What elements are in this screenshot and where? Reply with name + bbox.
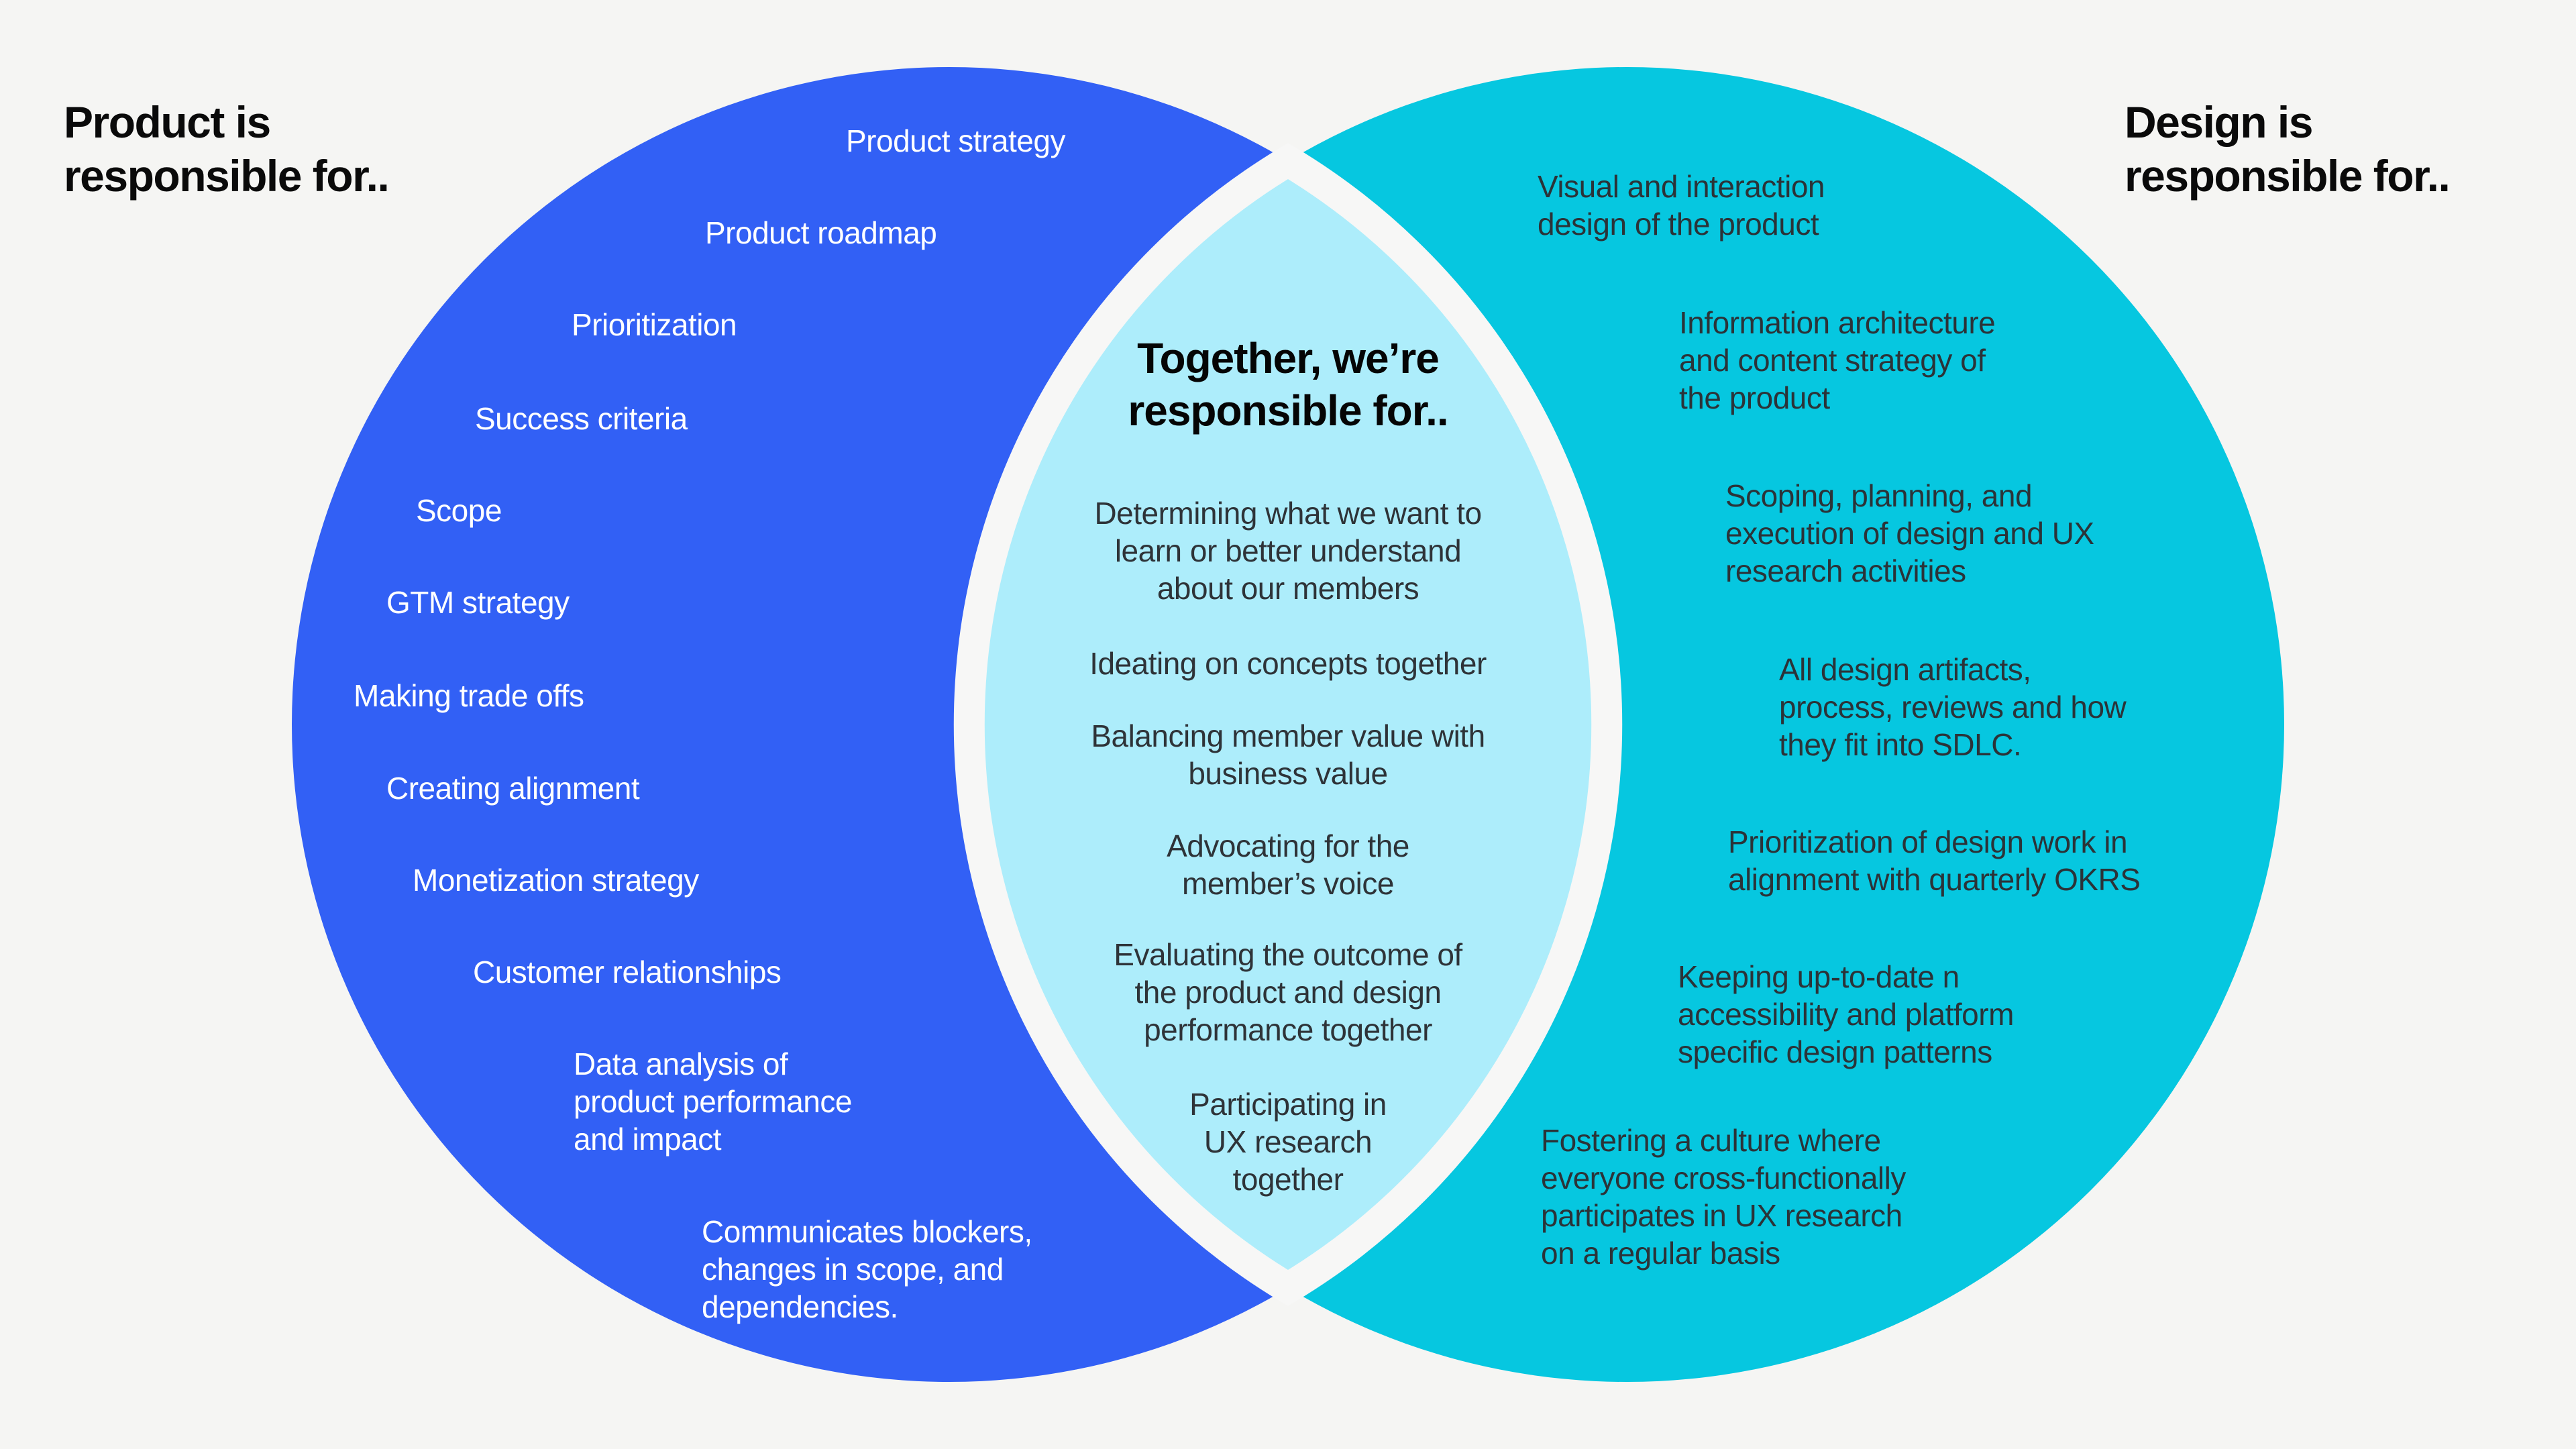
design-item-fostering-culture: Fostering a culture where everyone cross… bbox=[1541, 1123, 1906, 1271]
design-item-prioritization-okrs: Prioritization of design work in alignme… bbox=[1728, 824, 2141, 897]
design-item-information-architecture: Information architecture and content str… bbox=[1679, 305, 1996, 415]
together-item-evaluating: Evaluating the outcome of the product an… bbox=[1114, 937, 1462, 1047]
product-item-prioritization: Prioritization bbox=[572, 307, 737, 342]
design-item-design-artifacts: All design artifacts, process, reviews a… bbox=[1779, 652, 2127, 762]
product-item-trade-offs: Making trade offs bbox=[354, 678, 584, 713]
product-item-alignment: Creating alignment bbox=[386, 771, 640, 806]
together-item-ideating: Ideating on concepts together bbox=[1089, 646, 1487, 681]
product-item-success-criteria: Success criteria bbox=[475, 401, 688, 436]
design-item-scoping-planning: Scoping, planning, and execution of desi… bbox=[1725, 478, 2094, 588]
product-item-strategy: Product strategy bbox=[846, 123, 1065, 158]
together-item-advocating: Advocating for the member’s voice bbox=[1167, 828, 1409, 901]
product-item-roadmap: Product roadmap bbox=[705, 215, 937, 250]
product-item-gtm-strategy: GTM strategy bbox=[386, 585, 570, 620]
together-item-balancing: Balancing member value with business val… bbox=[1091, 718, 1485, 791]
together-heading: Together, we’re responsible for.. bbox=[1128, 334, 1448, 435]
design-item-visual-interaction: Visual and interaction design of the pro… bbox=[1538, 169, 1825, 241]
product-item-scope: Scope bbox=[416, 493, 502, 528]
product-item-monetization: Monetization strategy bbox=[413, 863, 699, 898]
together-item-participating: Participating in UX research together bbox=[1189, 1087, 1387, 1197]
design-item-accessibility-patterns: Keeping up-to-date n accessibility and p… bbox=[1678, 959, 2014, 1069]
overlap-lens bbox=[953, 143, 1623, 1306]
product-item-communicates-blockers: Communicates blockers, changes in scope,… bbox=[702, 1214, 1032, 1324]
together-item-determining: Determining what we want to learn or bet… bbox=[1094, 496, 1482, 606]
product-item-data-analysis: Data analysis of product performance and… bbox=[574, 1046, 852, 1157]
product-item-customer-relationships: Customer relationships bbox=[473, 955, 782, 989]
product-heading: Product is responsible for.. bbox=[64, 97, 390, 201]
design-heading: Design is responsible for.. bbox=[2125, 97, 2451, 201]
